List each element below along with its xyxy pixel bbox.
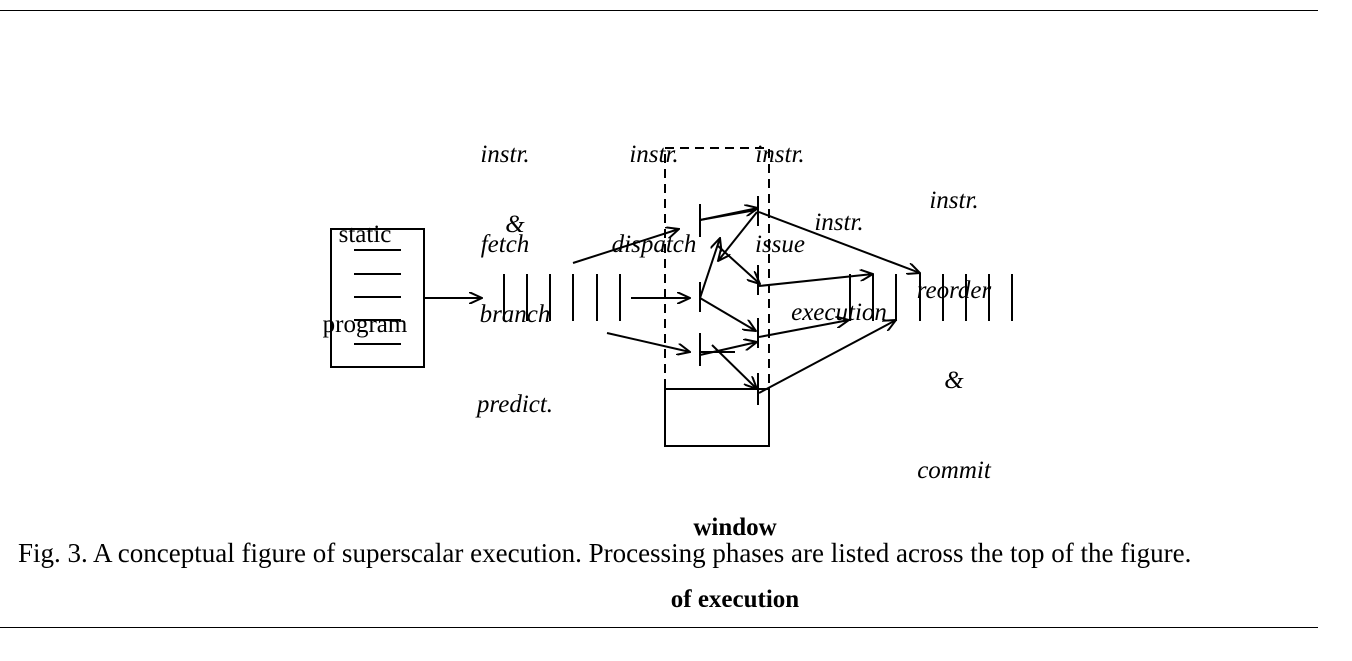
execution-phase-label: instr. execution [780,148,898,388]
fetch-line-4: branch [479,301,551,328]
top-rule [0,10,1318,11]
window-box [664,388,770,447]
execution-line-2: execution [791,299,887,326]
figure: static program instr. fetch & branch pre… [0,10,1318,628]
commit-instruction-stream [919,274,1013,321]
reorder-line-3: & [944,367,964,394]
window-line-2: of execution [670,586,800,613]
completion-ticks [849,274,897,321]
superscalar-diagram [330,147,1013,447]
fetch-line-1: instr. [480,141,530,168]
issue-line-1: instr. [755,141,805,168]
fetch-line-3: & [505,211,525,238]
issue-arrows [699,208,760,389]
window-line-1: window [693,514,777,541]
reorder-phase-label: instr. reorder & commit [902,126,1006,546]
execution-line-1: instr. [814,209,864,236]
dispatch-arrows [572,229,690,352]
figure-caption: Fig. 3. A conceptual figure of superscal… [18,538,1192,568]
branch-predict-label: & branch predict. [460,150,570,480]
static-program-line-1: static [338,221,392,248]
issue-line-2: issue [755,231,805,258]
fetch-line-2: fetch [480,231,530,258]
issue-phase-label: instr. issue [740,80,820,320]
dispatch-line-1: instr. [629,141,679,168]
reorder-line-4: commit [917,457,991,484]
static-program-label: static program [300,160,430,400]
fetch-phase-label: instr. fetch [453,80,557,320]
bottom-rule [0,627,1318,628]
static-program-line-2: program [322,311,408,338]
execution-arrows [758,211,920,394]
fetch-line-5: predict. [476,391,554,418]
dispatch-phase-label: instr. dispatch [600,80,708,320]
reorder-line-1: instr. [929,187,979,214]
dispatch-line-2: dispatch [611,231,697,258]
fetched-instruction-stream [503,274,621,321]
reorder-line-2: reorder [916,277,992,304]
window-of-execution-label: window of execution [640,468,830,660]
